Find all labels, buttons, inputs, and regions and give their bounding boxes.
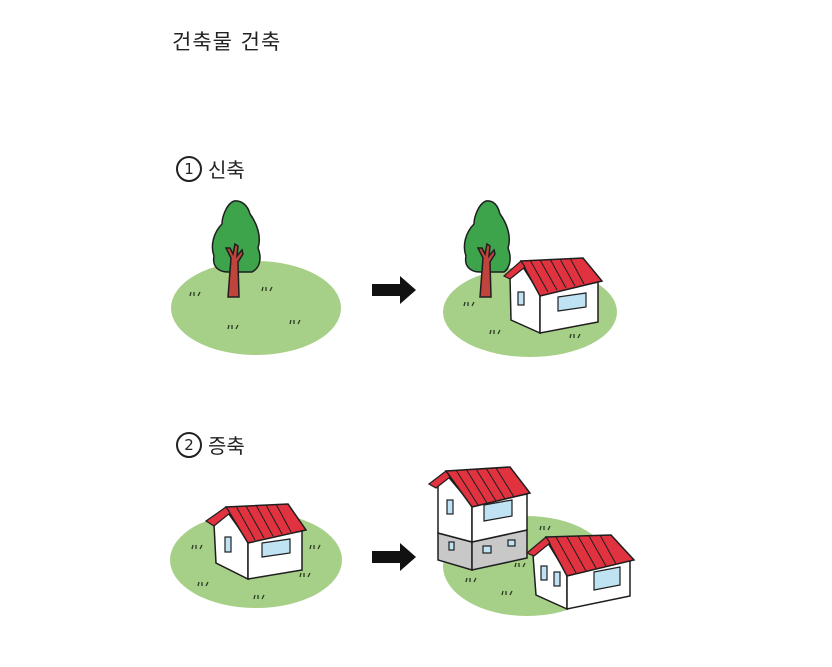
two-story-house-icon: [427, 466, 532, 572]
circled-number: 1: [176, 155, 202, 182]
tree-icon: [463, 200, 511, 298]
circled-number: 2: [176, 431, 202, 458]
house-icon: [502, 257, 604, 335]
scene-new-after: [443, 200, 617, 357]
page-title: 건축물 건축: [172, 30, 282, 54]
new-house-icon: [525, 534, 636, 611]
right-arrow-icon: [372, 276, 416, 304]
right-arrow-icon: [372, 543, 416, 571]
scene-extension-after: [427, 466, 636, 616]
section-label-text: 증축: [208, 434, 245, 458]
grass-ellipse: [171, 261, 341, 355]
tree-icon: [211, 200, 261, 298]
section-label-text: 신축: [208, 158, 245, 182]
scene-extension-before: [170, 503, 342, 608]
house-icon: [204, 503, 308, 581]
scene-new-before: [171, 200, 341, 355]
